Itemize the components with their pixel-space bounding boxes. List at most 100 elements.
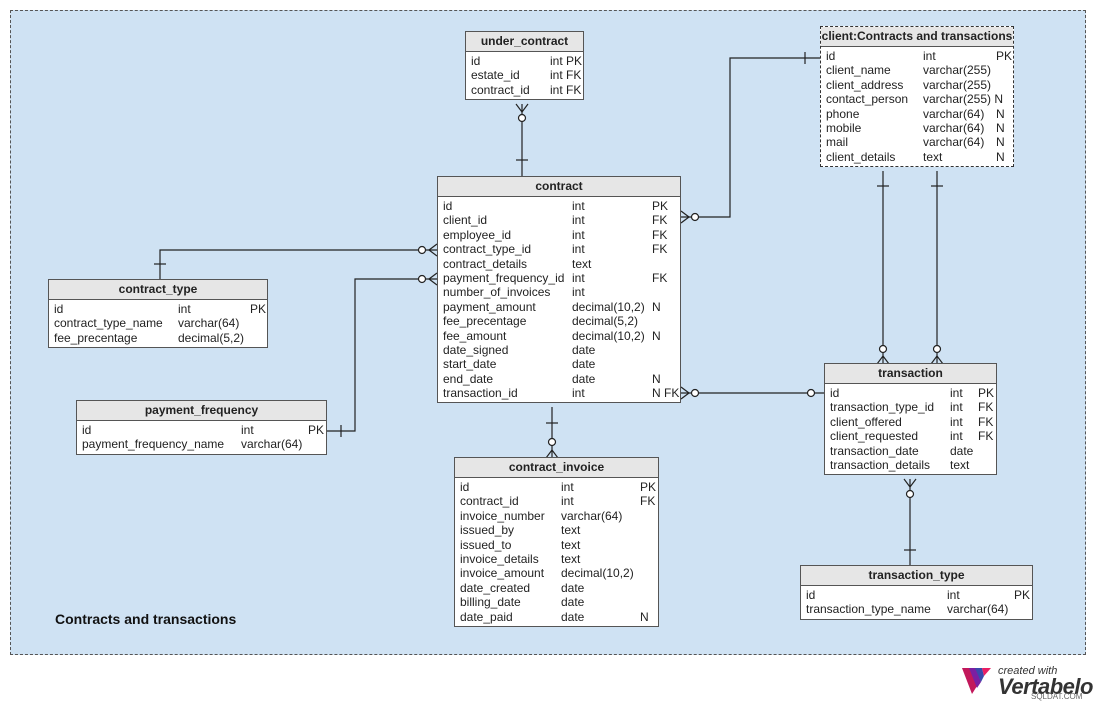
column-flags: PK [996,49,1013,63]
column-name: date_paid [460,609,513,624]
column-type: text [561,551,581,566]
vertabelo-logo-icon [962,668,991,694]
column-flags: N [996,120,1005,135]
column-name: client_id [443,213,488,228]
column-flags: FK [652,213,668,228]
column-flags: PK [978,386,995,400]
column-row: client_address varchar(255) [826,78,1008,92]
column-type: int [561,480,574,494]
column-type: date [572,357,596,372]
column-name: invoice_amount [460,566,545,581]
column-type: int [950,400,963,415]
column-flags: PK [1014,588,1031,602]
column-type: text [923,149,943,164]
column-name: transaction_type_name [806,602,931,617]
column-flags: FK [978,414,994,429]
column-type: int [950,386,963,400]
column-name: date_created [460,580,531,595]
column-name: transaction_date [830,443,919,458]
column-type: int [572,386,585,401]
column-row: fee_amount decimal(10,2) N [443,329,675,343]
column-name: contract_id [460,494,519,509]
logo-subtitle: created with [998,665,1058,677]
column-type: varchar(255) [923,63,992,78]
table-header: transaction [825,364,996,384]
column-name: id [82,423,92,437]
column-row: invoice_number varchar(64) [460,509,653,523]
column-row: invoice_amount decimal(10,2) [460,566,653,580]
column-name: fee_amount [443,328,507,343]
column-type: int [572,270,585,285]
column-flags: N [996,106,1005,121]
column-name: id [806,588,816,602]
column-name: contract_details [443,256,528,271]
column-name: payment_amount [443,299,536,314]
column-name: id [460,480,470,494]
column-type: varchar(64) [923,120,985,135]
column-flags: FK [652,270,668,285]
column-row: id int PK [82,423,325,437]
column-name: contact_person [826,92,909,107]
column-flags: N [996,135,1005,150]
column-name: contract_id [471,82,530,97]
column-name: contract_type_id [443,242,532,257]
column-flags: N [652,371,661,386]
column-type: varchar(64) [561,508,623,523]
rel-contract-invoice [545,407,559,459]
column-name: start_date [443,357,497,372]
column-flags: FK [978,429,994,444]
column-flags: PK [308,423,325,437]
column-flags: FK [978,400,994,415]
column-type: int [572,199,585,213]
column-flags: N [652,328,661,343]
column-type: decimal(5,2) [572,314,639,329]
column-type: int [241,423,254,437]
column-type: decimal(10,2) [561,566,634,581]
column-type: varchar(255) [923,77,992,92]
rel-client-transaction-requested [930,171,944,365]
column-name: mail [826,135,849,150]
column-name: invoice_number [460,508,545,523]
column-row: start_date date [443,357,675,371]
column-name: phone [826,106,860,121]
column-name: end_date [443,371,494,386]
column-type: int [923,49,936,63]
column-name: mobile [826,120,862,135]
column-flags: PK [250,302,267,316]
column-name: client_address [826,77,904,92]
column-name: fee_precentage [54,330,138,345]
column-type: decimal(10,2) [572,328,645,343]
column-type: int FK [550,68,582,83]
column-name: payment_frequency_id [443,270,565,285]
